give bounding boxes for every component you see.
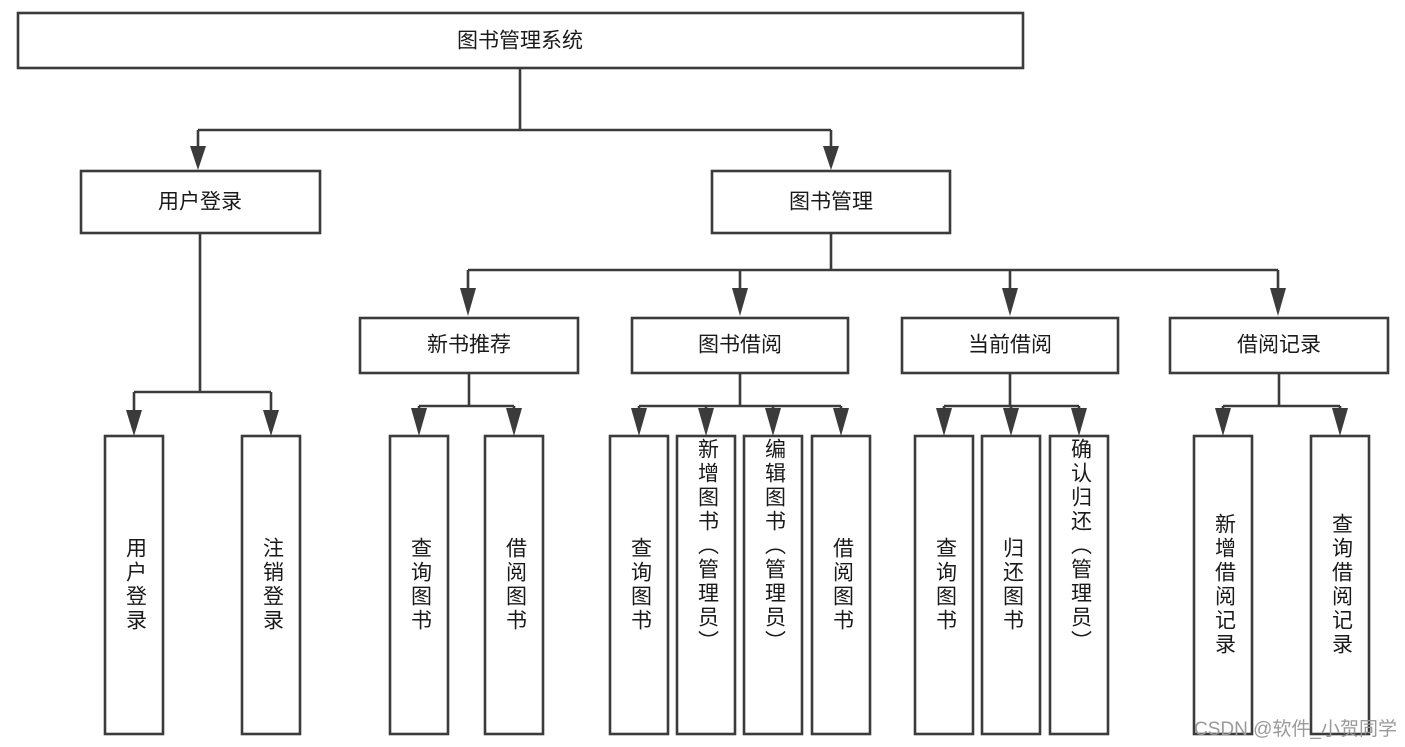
arrowhead-bookborrow-leaf-2 [698,408,714,436]
arrowhead-borrow-record [1270,288,1286,316]
leaf-box-newbook-query-book[interactable] [388,434,450,736]
arrowhead-leaf-user-login [126,410,142,436]
leaf-box-bookborrow-edit-book[interactable] [742,434,804,736]
arrowhead-currentborrow-leaf-1 [936,408,952,436]
user-login-label: 用户登录 [158,191,242,214]
leaf-box-currentborrow-return-book[interactable] [980,434,1042,736]
root-box [16,11,1025,70]
arrowhead-borrowrecord-leaf-1 [1215,408,1231,436]
arrowhead-new-book-recommend [460,288,476,316]
leaf-box-bookborrow-add-book[interactable] [675,434,737,736]
arrowhead-bookborrow-leaf-4 [833,408,849,436]
arrowhead-to-user-login [190,146,206,170]
node-user-login[interactable]: 用户登录 [79,169,322,235]
new-book-recommend-label: 新书推荐 [427,334,511,357]
leaf-box-newbook-borrow-book[interactable] [483,434,545,736]
leaf-box-logout-login[interactable] [240,434,302,736]
arrowhead-currentborrow-leaf-3 [1071,408,1087,436]
borrow-record-box [1168,316,1390,375]
current-borrow-box [900,316,1120,375]
arrowhead-newbook-leaf-2 [506,408,522,436]
node-current-borrow[interactable]: 当前借阅 [900,316,1120,375]
arrowhead-currentborrow-leaf-2 [1003,408,1019,436]
arrowhead-leaf-logout-login [263,410,279,436]
current-borrow-label: 当前借阅 [968,334,1052,357]
node-root[interactable]: 图书管理系统 [16,11,1025,70]
leaf-box-borrowrecord-query-record[interactable] [1309,434,1371,736]
leaf-box-bookborrow-borrow-book[interactable] [810,434,872,736]
leaf-box-borrowrecord-add-record[interactable] [1192,434,1254,736]
leaf-box-currentborrow-query-book[interactable] [913,434,975,736]
book-borrow-box [630,316,850,375]
book-borrow-label: 图书借阅 [698,334,782,357]
leaf-box-bookborrow-query-book[interactable] [608,434,670,736]
root-label: 图书管理系统 [457,30,583,53]
arrowhead-bookborrow-leaf-3 [765,408,781,436]
book-management-box [710,169,952,235]
leaf-box-user-login[interactable] [103,434,165,736]
borrow-record-label: 借阅记录 [1237,334,1321,357]
node-borrow-record[interactable]: 借阅记录 [1168,316,1390,375]
arrowhead-newbook-leaf-1 [411,408,427,436]
leaf-box-currentborrow-confirm-return[interactable] [1048,434,1110,736]
arrowhead-current-borrow [1002,288,1018,316]
arrowhead-bookborrow-leaf-1 [631,408,647,436]
node-book-management[interactable]: 图书管理 [710,169,952,235]
arrowhead-to-book-management [823,146,839,170]
node-book-borrow[interactable]: 图书借阅 [630,316,850,375]
new-book-recommend-box [358,316,580,375]
arrowhead-borrowrecord-leaf-2 [1332,408,1348,436]
book-management-label: 图书管理 [789,191,873,214]
arrowhead-book-borrow [732,288,748,316]
node-new-book-recommend[interactable]: 新书推荐 [358,316,580,375]
